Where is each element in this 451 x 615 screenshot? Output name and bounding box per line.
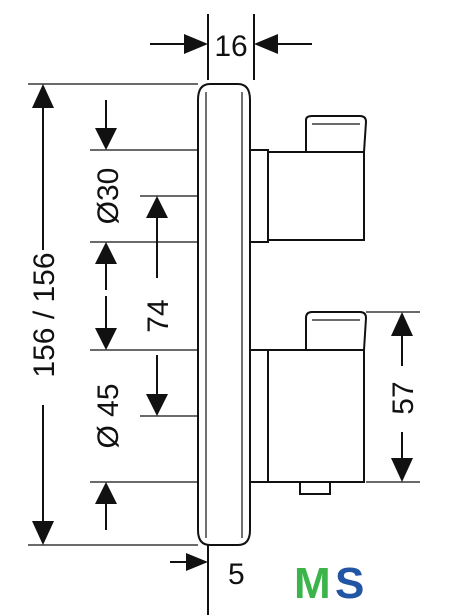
logo-letter-s: S [335, 559, 364, 608]
depth-label: 16 [214, 30, 247, 63]
spacing-label: 74 [142, 299, 175, 332]
lower-diameter-label: Ø 45 [92, 383, 125, 448]
bottom-partial-label: 5 [228, 558, 245, 591]
logo-letter-m: M [294, 559, 331, 608]
upper-diameter-dimension: Ø30 [90, 100, 198, 290]
total-height-label: 156 / 156 [28, 252, 61, 377]
spacing-dimension: 74 [140, 195, 198, 417]
lower-handle [249, 311, 368, 495]
upper-handle [249, 115, 368, 243]
handle-height-dimension: 57 [366, 311, 420, 483]
handle-height-label: 57 [387, 381, 420, 414]
depth-dimension: 16 [150, 14, 312, 80]
cover-plate [197, 83, 251, 546]
ms-logo: M S [294, 559, 364, 608]
lower-diameter-dimension: Ø 45 [90, 296, 198, 530]
bottom-dimension: 5 [170, 545, 245, 615]
upper-diameter-label: Ø30 [92, 168, 125, 225]
total-height-dimension: 156 / 156 [28, 83, 198, 546]
